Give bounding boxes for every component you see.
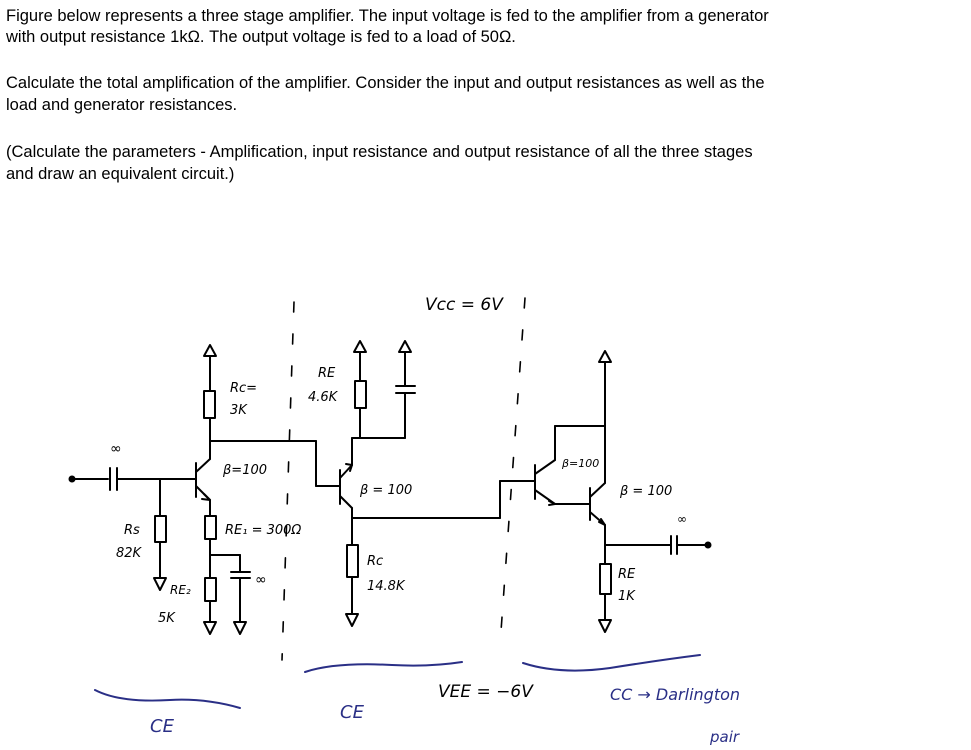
vcc-label: Vcc = 6V: [425, 295, 504, 315]
rc2-label-b: 14.8K: [367, 579, 406, 594]
transistor-1: [195, 458, 211, 501]
re-top-label-b: 4.6K: [308, 390, 339, 405]
bypass-capacitor: [209, 554, 251, 635]
rc1-label-a: Rc=: [230, 381, 257, 396]
darlington-pair-label: pair: [709, 728, 740, 746]
rc2-resistor: [345, 507, 359, 627]
rs-label-a: Rs: [124, 523, 140, 538]
transistor-4: [589, 482, 606, 526]
input-capacitor: [71, 467, 196, 491]
beta-2-label: β = 100: [359, 483, 412, 498]
brace-stage-2: [304, 661, 463, 673]
re3-label-a: RE: [618, 567, 636, 582]
output-terminal: [704, 541, 712, 549]
re-top-resistor: [351, 340, 367, 466]
beta-4-label: β = 100: [619, 484, 672, 499]
problem-line-2: with output resistance 1kΩ. The output v…: [6, 28, 516, 46]
problem-line-6: and draw an equivalent circuit.): [6, 165, 235, 183]
problem-line-4: load and generator resistances.: [6, 96, 238, 114]
stage-divider-2: [499, 297, 526, 646]
problem-line-5: (Calculate the parameters - Amplificatio…: [6, 143, 753, 161]
problem-line-3: Calculate the total amplification of the…: [6, 74, 765, 92]
re1-resistor: [204, 499, 217, 579]
re-top-label-a: RE: [318, 366, 336, 381]
re1-label: RE₁ = 300Ω: [225, 523, 301, 538]
stage-1-label: CE: [150, 716, 175, 737]
infinity-label-2: ∞: [255, 572, 267, 588]
infinity-label-3: ∞: [677, 512, 687, 526]
output-capacitor: [604, 535, 709, 555]
rc2-label-a: Rc: [367, 554, 383, 569]
vcc-rail-stage3: [598, 350, 612, 484]
stage-divider-1: [281, 301, 295, 661]
beta-3-label: β=100: [561, 457, 599, 470]
emitter-capacitor: [359, 340, 416, 439]
rs-resistor: [153, 478, 167, 591]
vee-label: VEE = −6V: [438, 682, 534, 702]
rs-label-b: 82K: [116, 546, 143, 561]
rc1-resistor: [203, 344, 217, 460]
re3-resistor: [598, 544, 612, 633]
stage-3-label: CC → Darlington: [610, 685, 740, 704]
transistor-3: [534, 459, 556, 506]
brace-stage-3: [522, 654, 701, 672]
stage-2-label: CE: [340, 702, 365, 723]
re3-label-b: 1K: [618, 589, 636, 604]
problem-line-1: Figure below represents a three stage am…: [6, 7, 769, 25]
input-terminal: [68, 475, 76, 483]
rc1-label-b: 3K: [230, 403, 248, 418]
infinity-label-1: ∞: [110, 441, 122, 457]
beta-1-label: β=100: [222, 463, 267, 478]
re2-resistor: [203, 577, 217, 635]
brace-stage-1: [94, 689, 241, 709]
re2-label-b: 5K: [158, 611, 176, 626]
transistor-2: [339, 463, 353, 509]
re2-label-a: RE₂: [170, 583, 191, 597]
